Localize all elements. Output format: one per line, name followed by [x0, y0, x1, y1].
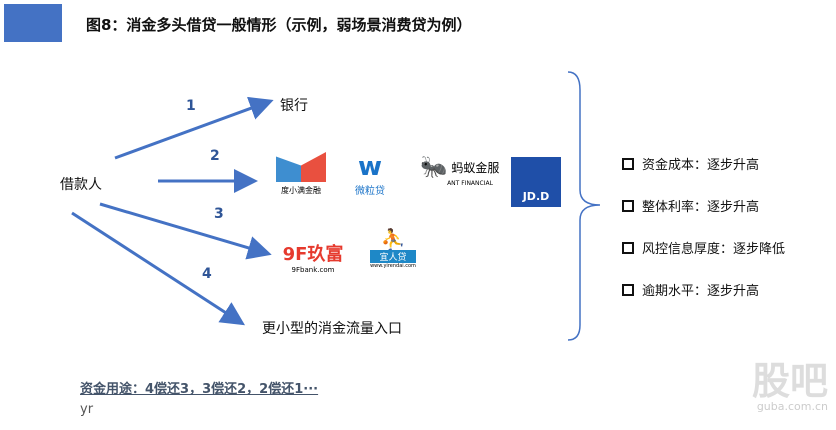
step-number-3: 3 [214, 206, 224, 222]
small-entry-label: 更小型的消金流量入口 [262, 321, 402, 337]
step-number-4: 4 [202, 266, 212, 282]
yirendai-logo: ⛹ 宜人贷 www.yirendai.com [370, 227, 416, 269]
weilidai-logo: w 微粒贷 [355, 152, 385, 197]
watermark-url: guba.com.cn [756, 400, 828, 413]
watermark: 股吧 [751, 359, 828, 403]
jd-logo: JD.D [511, 157, 561, 207]
bullet-item: 风控信息厚度：逐步降低 [622, 238, 785, 257]
jiufu-logo: 9F玖富 9Fbank.com [282, 244, 344, 274]
bullet-item: 资金成本：逐步升高 [622, 154, 785, 173]
page-title: 图8：消金多头借贷一般情形（示例，弱场景消费贷为例） [86, 16, 472, 34]
note-suffix: yr [80, 402, 94, 417]
bullet-item: 整体利率：逐步升高 [622, 196, 785, 215]
step-number-1: 1 [186, 98, 196, 114]
bullet-list: 资金成本：逐步升高 整体利率：逐步升高 风控信息厚度：逐步降低 逾期水平：逐步升… [622, 154, 785, 299]
fund-usage-note: 资金用途：4偿还3，3偿还2，2偿还1··· [80, 382, 319, 397]
bank-label: 银行 [280, 98, 308, 114]
arrow-3 [99, 202, 272, 260]
duxiaoman-logo: 度小满金融 [276, 152, 326, 196]
borrower-label: 借款人 [60, 177, 102, 193]
bullet-item: 逾期水平：逐步升高 [622, 280, 785, 299]
ant-financial-logo: 🐜蚂蚁金服 ANT FINANCIAL [420, 155, 500, 187]
arrow-1 [114, 96, 274, 160]
arrow-4 [71, 211, 246, 326]
title-accent-box [4, 4, 62, 42]
step-number-2: 2 [210, 148, 220, 164]
brace [567, 71, 601, 341]
